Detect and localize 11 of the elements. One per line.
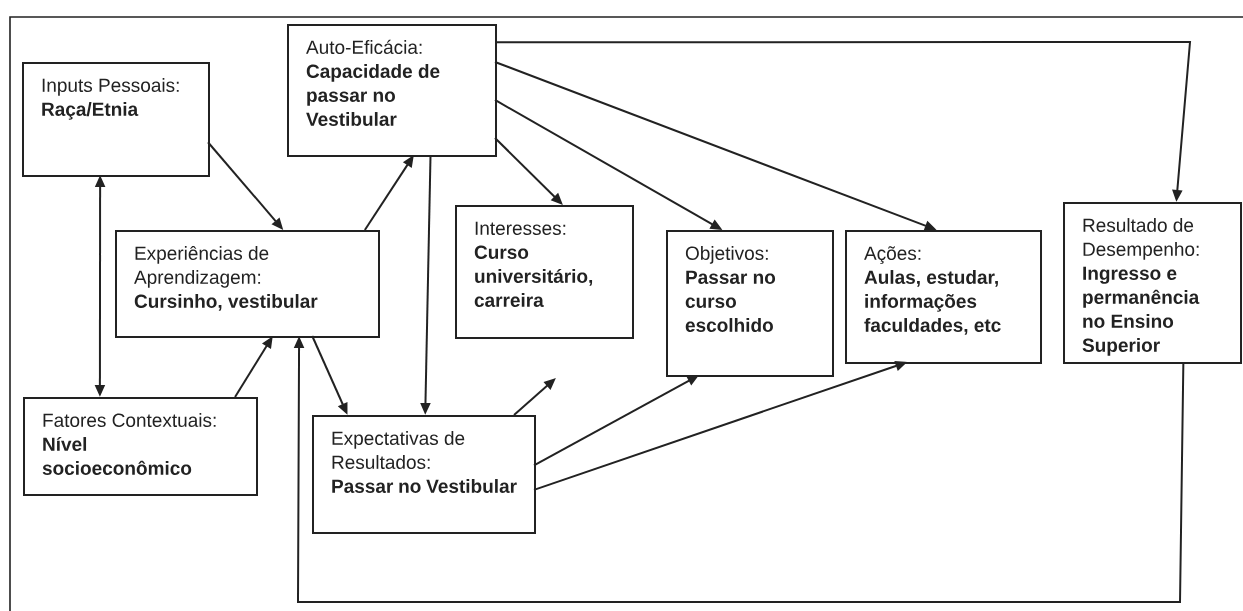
concept-box: Inputs Pessoais: Raça/Etnia: [22, 62, 210, 177]
concept-box: Objetivos: Passar no curso escolhido: [666, 230, 834, 377]
arrow: [513, 378, 556, 416]
concept-box: Fatores Contextuais: Nível socioeconômico: [23, 397, 258, 496]
concept-box: Experiências de Aprendizagem: Cursinho, vestibular: [115, 230, 380, 338]
arrow: [494, 136, 563, 205]
concept-box: Resultado de Desempenho: Ingresso e permanência no Ensino Superior: [1063, 202, 1242, 364]
concept-box: Interesses: Curso universitário, carreira: [455, 205, 634, 339]
concept-box: Expectativas de Resultados: Passar no Vestibular: [312, 415, 536, 534]
concept-box: Auto-Eficácia: Capacidade de passar no Vestibular: [287, 24, 497, 157]
concept-box: Ações: Aulas, estudar, informações faculdades, etc: [845, 230, 1042, 364]
